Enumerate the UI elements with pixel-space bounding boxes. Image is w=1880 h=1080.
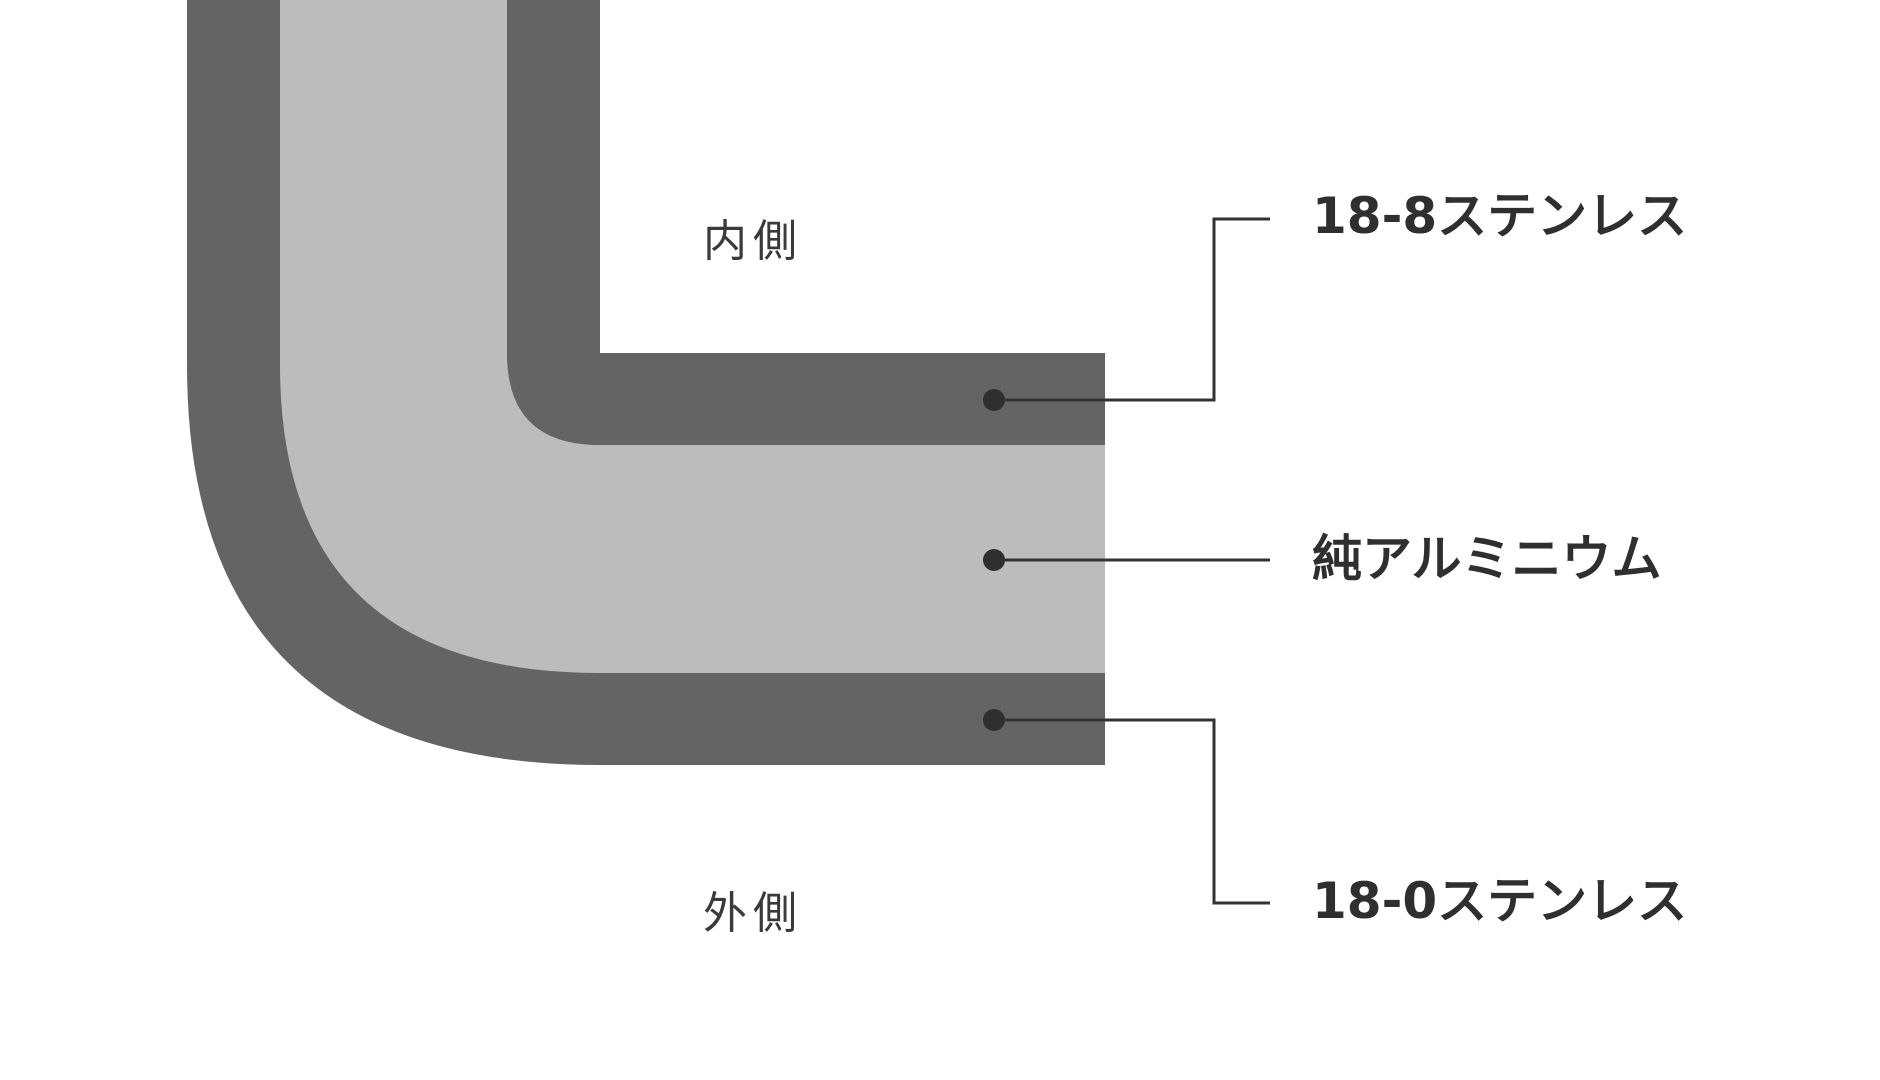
inner-stainless-layer: [507, 0, 1105, 445]
inner-side-label: 内側: [703, 216, 803, 267]
aluminum-marker-dot: [983, 549, 1005, 571]
outer-side-label: 外側: [703, 888, 803, 939]
outer-stainless-marker-dot: [983, 709, 1005, 731]
inner-stainless-label: 18-8ステンレス: [1312, 187, 1687, 245]
inner-stainless-marker-dot: [983, 389, 1005, 411]
aluminum-core-label: 純アルミニウム: [1312, 530, 1662, 588]
outer-stainless-leader-line: [994, 718, 1270, 905]
outer-stainless-label: 18-0ステンレス: [1312, 872, 1687, 930]
aluminum-core-layer: [280, 0, 1105, 673]
inner-stainless-leader-line: [994, 217, 1270, 402]
